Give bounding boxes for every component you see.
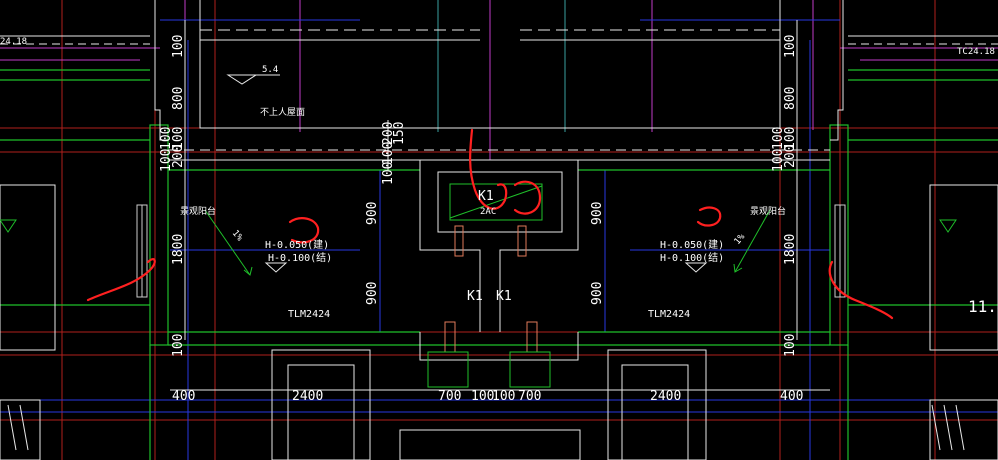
left-stack-b: 100: [159, 149, 174, 172]
left-dim-2: 800: [171, 87, 186, 110]
walls: [0, 69, 998, 460]
left-dim-6: 100: [171, 334, 186, 357]
right-dim-1: 100: [783, 35, 798, 58]
bottom-dim-3: 700: [438, 389, 461, 404]
ac-unit-label: K1: [478, 189, 494, 204]
right-balcony-level1: H-0.050(建): [660, 238, 724, 251]
top-dim-100: 100: [381, 142, 396, 165]
k1-right-label: K1: [496, 289, 512, 304]
top-dim-150: 150: [392, 122, 407, 145]
left-tag: 24.18: [0, 37, 27, 47]
left-balcony-door: TLM2424: [288, 309, 330, 320]
right-balcony-door: TLM2424: [648, 309, 690, 320]
left-balcony-level1: H-0.050(建): [265, 238, 329, 251]
top-dim-200: 200: [381, 122, 396, 145]
left-stack-a: 100: [159, 127, 174, 150]
red-markup: [86, 128, 894, 320]
slope-arrows: [0, 74, 957, 276]
ac-unit: [419, 159, 579, 388]
top-dim-100b: 100: [381, 162, 396, 185]
right-dim-5: 1800: [783, 234, 798, 265]
elevation-mark: 5.4: [262, 65, 278, 75]
right-balcony-slope: 1%: [733, 232, 748, 247]
bottom-dim-6: 700: [518, 389, 541, 404]
right-dim-6: 100: [783, 334, 798, 357]
right-balcony-label: 景观阳台: [750, 205, 786, 217]
right-balcony-level2: H-0.100(结): [660, 251, 724, 264]
lower-fixtures: [0, 184, 998, 460]
center-dim-2: 900: [365, 282, 380, 305]
right-dim-2: 800: [783, 87, 798, 110]
roof-note: 不上人屋面: [260, 107, 305, 118]
right-edge-text: 11.4: [968, 297, 998, 316]
left-dim-1: 100: [171, 35, 186, 58]
bottom-dim-5: 100: [492, 389, 515, 404]
bottom-dim-7: 2400: [650, 389, 681, 404]
left-balcony-level2: H-0.100(结): [268, 251, 332, 264]
left-balcony-slope: 1%: [230, 229, 245, 244]
bottom-dim-2: 2400: [292, 389, 323, 404]
right-dim-3: 100: [783, 127, 798, 150]
ac-unit-sub: 2AC: [480, 207, 496, 217]
left-dim-3: 100: [171, 127, 186, 150]
bottom-dim-1: 400: [172, 389, 195, 404]
right-tag: TC24.18: [957, 47, 995, 57]
right-center-dim-2: 900: [590, 282, 605, 305]
right-stack-b: 100: [771, 149, 786, 172]
right-stack-a: 100: [771, 127, 786, 150]
k1-left-label: K1: [467, 289, 483, 304]
center-dim-1: 900: [365, 202, 380, 225]
right-dim-4: 200: [783, 145, 798, 168]
side-windows: [136, 204, 846, 298]
left-dim-4: 200: [171, 145, 186, 168]
left-balcony-label: 景观阳台: [180, 205, 216, 217]
bottom-dim-8: 400: [780, 389, 803, 404]
bottom-dim-4: 100: [471, 389, 494, 404]
right-center-dim-1: 900: [590, 202, 605, 225]
left-dim-5: 1800: [171, 234, 186, 265]
